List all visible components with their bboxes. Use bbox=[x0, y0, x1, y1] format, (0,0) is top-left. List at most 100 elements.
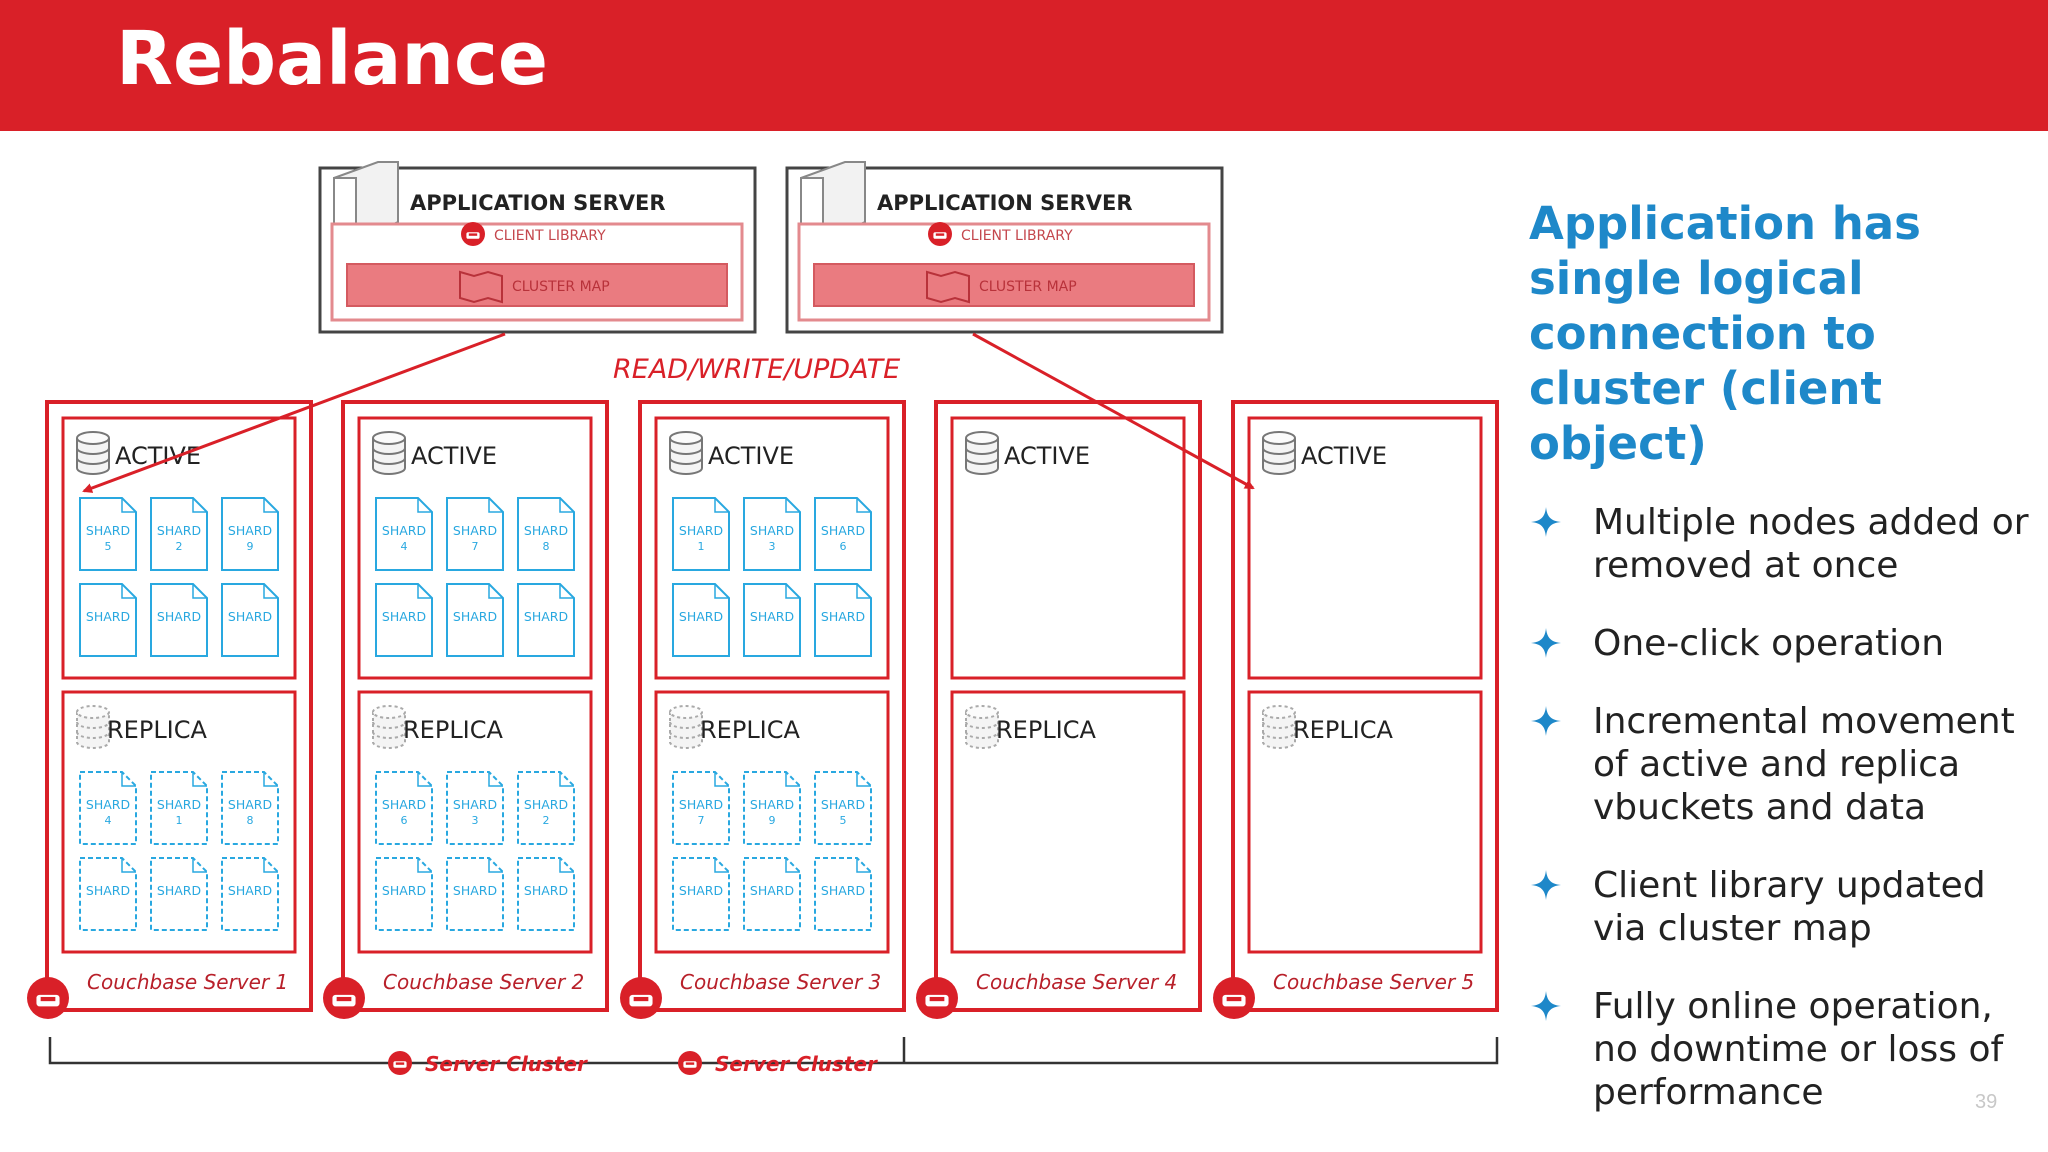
bullet-item: Multiple nodes added or removed at once bbox=[1529, 501, 2029, 587]
document-icon bbox=[672, 857, 730, 931]
database-icon bbox=[372, 705, 406, 749]
shard-number: 8 bbox=[543, 540, 550, 553]
document-icon bbox=[375, 771, 433, 845]
active-shard: SHARD bbox=[221, 583, 279, 657]
document-icon bbox=[221, 583, 279, 657]
app-server-title: APPLICATION SERVER bbox=[410, 191, 666, 215]
active-shard: SHARD bbox=[814, 583, 872, 657]
active-shard: SHARD bbox=[672, 583, 730, 657]
replica-label: REPLICA bbox=[107, 716, 208, 744]
shard-number: 5 bbox=[105, 540, 112, 553]
bullet-text: Fully online operation, no downtime or l… bbox=[1593, 986, 2004, 1113]
couchbase-server: ACTIVE REPLICA Couchbase Server 4 bbox=[916, 400, 1202, 1019]
couchbase-logo-icon bbox=[620, 977, 662, 1019]
active-shard: SHARD bbox=[446, 583, 504, 657]
server-name: Couchbase Server 4 bbox=[976, 970, 1177, 994]
shard-label: SHARD bbox=[453, 609, 497, 624]
database-icon bbox=[1262, 705, 1296, 749]
database-icon bbox=[669, 431, 703, 475]
star-bullet-icon bbox=[1531, 706, 1561, 736]
database-icon bbox=[965, 431, 999, 475]
star-bullet-icon bbox=[1531, 507, 1561, 537]
document-icon bbox=[150, 497, 208, 571]
shard-number: 8 bbox=[247, 814, 254, 827]
server-name: Couchbase Server 2 bbox=[383, 970, 584, 994]
replica-label: REPLICA bbox=[403, 716, 504, 744]
shard-number: 5 bbox=[840, 814, 847, 827]
document-icon bbox=[79, 497, 137, 571]
bullet-text: Client library updated via cluster map bbox=[1593, 865, 1986, 949]
active-shard: SHARD bbox=[743, 583, 801, 657]
replica-label: REPLICA bbox=[700, 716, 801, 744]
document-icon bbox=[517, 583, 575, 657]
app-server-title: APPLICATION SERVER bbox=[877, 191, 1133, 215]
shard-label: SHARD bbox=[157, 797, 201, 812]
couchbase-logo-icon bbox=[1213, 977, 1255, 1019]
shard-label: SHARD bbox=[750, 883, 794, 898]
document-icon bbox=[79, 771, 137, 845]
document-icon bbox=[150, 771, 208, 845]
replica-label: REPLICA bbox=[996, 716, 1097, 744]
couchbase-logo-icon bbox=[928, 222, 952, 246]
couchbase-logo-icon bbox=[916, 977, 958, 1019]
document-icon bbox=[517, 497, 575, 571]
shard-label: SHARD bbox=[750, 523, 794, 538]
cluster-map-bar bbox=[346, 263, 728, 307]
bullet-item: Client library updated via cluster map bbox=[1529, 864, 2029, 950]
shard-label: SHARD bbox=[157, 883, 201, 898]
replica-shard: SHARD bbox=[150, 857, 208, 931]
active-label: ACTIVE bbox=[1004, 442, 1090, 470]
replica-shard: SHARD 5 bbox=[814, 771, 872, 845]
cluster-map-label: CLUSTER MAP bbox=[512, 279, 610, 295]
active-shard: SHARD 7 bbox=[446, 497, 504, 571]
document-icon bbox=[446, 497, 504, 571]
shard-number: 7 bbox=[472, 540, 479, 553]
server-name: Couchbase Server 1 bbox=[87, 970, 288, 994]
shard-number: 2 bbox=[543, 814, 550, 827]
shard-label: SHARD bbox=[821, 609, 865, 624]
shard-label: SHARD bbox=[821, 883, 865, 898]
cluster-label-text: Server Cluster bbox=[715, 1052, 878, 1076]
document-icon bbox=[446, 583, 504, 657]
document-icon bbox=[517, 771, 575, 845]
bullet-text: Incremental movement of active and repli… bbox=[1593, 701, 2015, 828]
document-icon bbox=[221, 771, 279, 845]
shard-label: SHARD bbox=[228, 609, 272, 624]
document-icon bbox=[672, 583, 730, 657]
shard-label: SHARD bbox=[382, 523, 426, 538]
database-icon bbox=[76, 705, 110, 749]
shard-label: SHARD bbox=[157, 523, 201, 538]
shard-number: 9 bbox=[769, 814, 776, 827]
map-icon bbox=[459, 270, 503, 304]
shard-number: 9 bbox=[247, 540, 254, 553]
shard-label: SHARD bbox=[453, 523, 497, 538]
replica-shard: SHARD bbox=[517, 857, 575, 931]
server-name: Couchbase Server 3 bbox=[680, 970, 881, 994]
shard-label: SHARD bbox=[821, 797, 865, 812]
database-icon bbox=[669, 705, 703, 749]
bullet-item: One-click operation bbox=[1529, 622, 2029, 665]
database-icon bbox=[76, 431, 110, 475]
shard-number: 6 bbox=[840, 540, 847, 553]
shard-label: SHARD bbox=[228, 883, 272, 898]
shard-label: SHARD bbox=[453, 883, 497, 898]
shard-label: SHARD bbox=[228, 523, 272, 538]
couchbase-logo-icon bbox=[388, 1051, 412, 1075]
shard-label: SHARD bbox=[679, 609, 723, 624]
database-icon bbox=[372, 431, 406, 475]
couchbase-logo-icon bbox=[323, 977, 365, 1019]
star-bullet-icon bbox=[1531, 870, 1561, 900]
map-icon bbox=[926, 270, 970, 304]
document-icon bbox=[221, 857, 279, 931]
document-icon bbox=[150, 583, 208, 657]
